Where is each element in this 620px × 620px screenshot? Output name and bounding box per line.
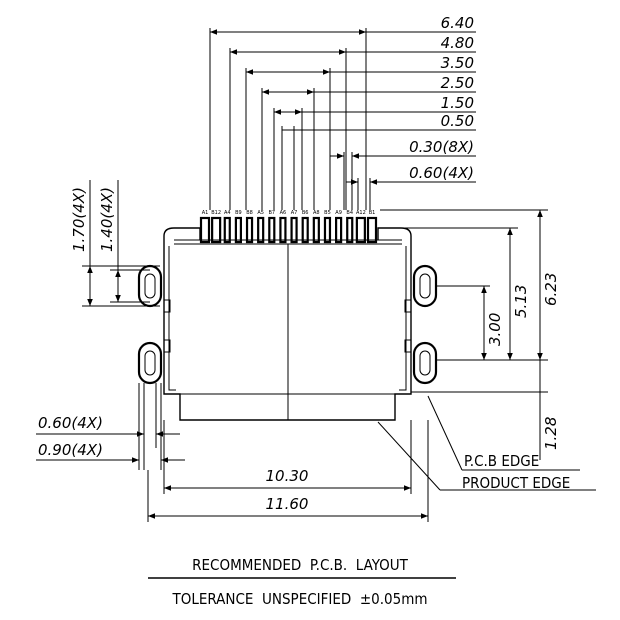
- pin-label: B8: [246, 210, 253, 216]
- dim-0-60-4x-left: 0.60(4X): [38, 414, 103, 432]
- pin-label: A9: [335, 210, 342, 216]
- signal-pad: [199, 216, 211, 244]
- pin-label: A12: [356, 210, 366, 216]
- dim-4-80: 4.80: [441, 34, 474, 52]
- pin-label: B9: [235, 210, 242, 216]
- pin-label: A5: [257, 210, 264, 216]
- pin-label: B6: [302, 210, 309, 216]
- signal-pad: [279, 216, 287, 244]
- connector-body: [163, 227, 412, 421]
- dim-3-00: 3.00: [486, 313, 504, 346]
- signal-pads: [199, 216, 378, 244]
- dim-0-30-8x: 0.30(8X): [409, 138, 474, 156]
- dim-1-28: 1.28: [542, 417, 560, 450]
- pin-label: A1: [202, 210, 209, 216]
- signal-pad: [312, 216, 320, 244]
- signal-pad: [234, 216, 242, 244]
- dim-10-30: 10.30: [266, 467, 309, 485]
- left-dimensions: 1.70(4X) 1.40(4X) 0.60(4X) 0.90(4X): [36, 180, 185, 470]
- pin-label: B7: [268, 210, 275, 216]
- dim-1-70-4x: 1.70(4X): [70, 187, 88, 252]
- layout-title: RECOMMENDED P.C.B. LAYOUT: [192, 556, 408, 574]
- signal-pad: [257, 216, 265, 244]
- dim-0-60-4x: 0.60(4X): [409, 164, 474, 182]
- signal-pad: [323, 216, 332, 244]
- pin-label: A6: [280, 210, 287, 216]
- signal-pad: [268, 216, 276, 244]
- dim-6-23: 6.23: [542, 273, 560, 306]
- pin-label: B1: [369, 210, 376, 216]
- bottom-dimensions: 10.30 11.60: [147, 420, 429, 522]
- dim-5-13: 5.13: [512, 285, 530, 318]
- signal-pad: [211, 216, 222, 244]
- dim-3-50: 3.50: [441, 54, 474, 72]
- signal-pad: [290, 216, 298, 244]
- dim-0-90-4x-left: 0.90(4X): [38, 441, 103, 459]
- product-edge-label: PRODUCT EDGE: [462, 474, 570, 492]
- pin-label: B4: [346, 210, 353, 216]
- title-block: RECOMMENDED P.C.B. LAYOUT TOLERANCE UNSP…: [148, 556, 456, 608]
- signal-pad: [355, 216, 366, 244]
- signal-pad: [223, 216, 231, 244]
- signal-pad: [245, 216, 254, 244]
- pin-label: B12: [211, 210, 221, 216]
- tolerance-note: TOLERANCE UNSPECIFIED ±0.05mm: [172, 590, 428, 608]
- dim-6-40: 6.40: [441, 14, 474, 32]
- top-dimensions: 6.40 4.80 3.50 2.50 1.50 0.50 0.30(8X) 0…: [209, 14, 476, 210]
- signal-pad: [366, 216, 378, 244]
- dim-11-60: 11.60: [266, 495, 309, 513]
- dim-0-50: 0.50: [441, 112, 474, 130]
- pcb-edge-label: P.C.B EDGE: [464, 452, 539, 470]
- pin-label: A7: [291, 210, 298, 216]
- pin-label: B5: [324, 210, 331, 216]
- dim-1-50: 1.50: [441, 94, 474, 112]
- signal-pad: [335, 216, 343, 244]
- dim-1-40-4x: 1.40(4X): [98, 187, 116, 252]
- pin-label: A8: [313, 210, 320, 216]
- edge-leaders: P.C.B EDGE PRODUCT EDGE: [377, 395, 596, 492]
- dim-2-50: 2.50: [441, 74, 474, 92]
- signal-pad: [346, 216, 354, 244]
- signal-pad: [301, 216, 309, 244]
- right-dimensions: 6.23 5.13 3.00 1.28: [380, 209, 560, 460]
- pin-label: A4: [224, 210, 231, 216]
